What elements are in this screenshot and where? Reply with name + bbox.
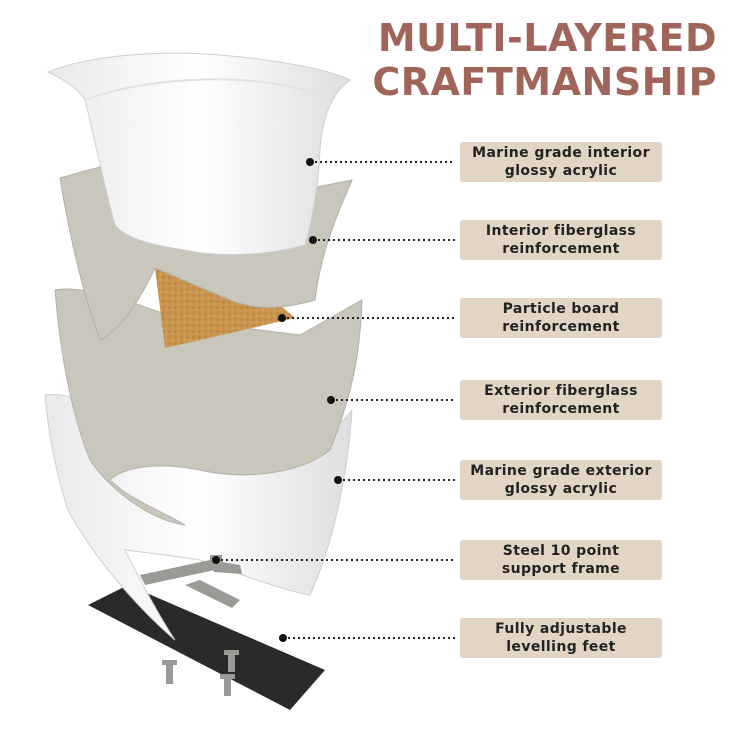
layer-label-line1: Interior fiberglass: [485, 223, 637, 239]
layer-label-line1: Marine grade exterior: [470, 463, 652, 479]
title-line-1: MULTI-LAYERED: [377, 16, 717, 60]
layer-label-line1: Particle board: [502, 301, 620, 317]
layer-label-exterior-fiberglass: Exterior fiberglass reinforcement: [460, 380, 662, 420]
exterior-fiberglass: [54, 288, 363, 526]
title-line-2: CRAFTMANSHIP: [372, 60, 717, 104]
layer-label-line1: Marine grade interior: [472, 145, 650, 161]
layer-label-line2: reinforcement: [502, 241, 620, 257]
layer-label-line1: Exterior fiberglass: [484, 383, 638, 399]
layer-label-interior-acrylic: Marine grade interior glossy acrylic: [460, 142, 662, 182]
layer-label-line2: support frame: [501, 561, 621, 577]
leader-dots: [212, 158, 342, 642]
layer-label-line2: reinforcement: [502, 319, 620, 335]
layer-label-line2: glossy acrylic: [504, 481, 618, 497]
steel-support-frame: [140, 555, 242, 608]
particle-board: [155, 266, 295, 348]
interior-acrylic-shell: [46, 52, 351, 256]
layer-label-levelling-feet: Fully adjustable levelling feet: [460, 618, 662, 658]
layer-label-interior-fiberglass: Interior fiberglass reinforcement: [460, 220, 662, 260]
layer-label-line2: glossy acrylic: [504, 163, 618, 179]
layer-label-particle-board: Particle board reinforcement: [460, 298, 662, 338]
levelling-feet-base: [88, 585, 325, 710]
layer-label-line1: Steel 10 point: [502, 543, 620, 559]
layer-label-steel-frame: Steel 10 point support frame: [460, 540, 662, 580]
layer-label-exterior-acrylic: Marine grade exterior glossy acrylic: [460, 460, 662, 500]
layer-label-line2: reinforcement: [502, 401, 620, 417]
layer-label-line2: levelling feet: [506, 639, 616, 655]
leader-lines: [216, 161, 455, 639]
layer-label-line1: Fully adjustable: [495, 621, 627, 637]
